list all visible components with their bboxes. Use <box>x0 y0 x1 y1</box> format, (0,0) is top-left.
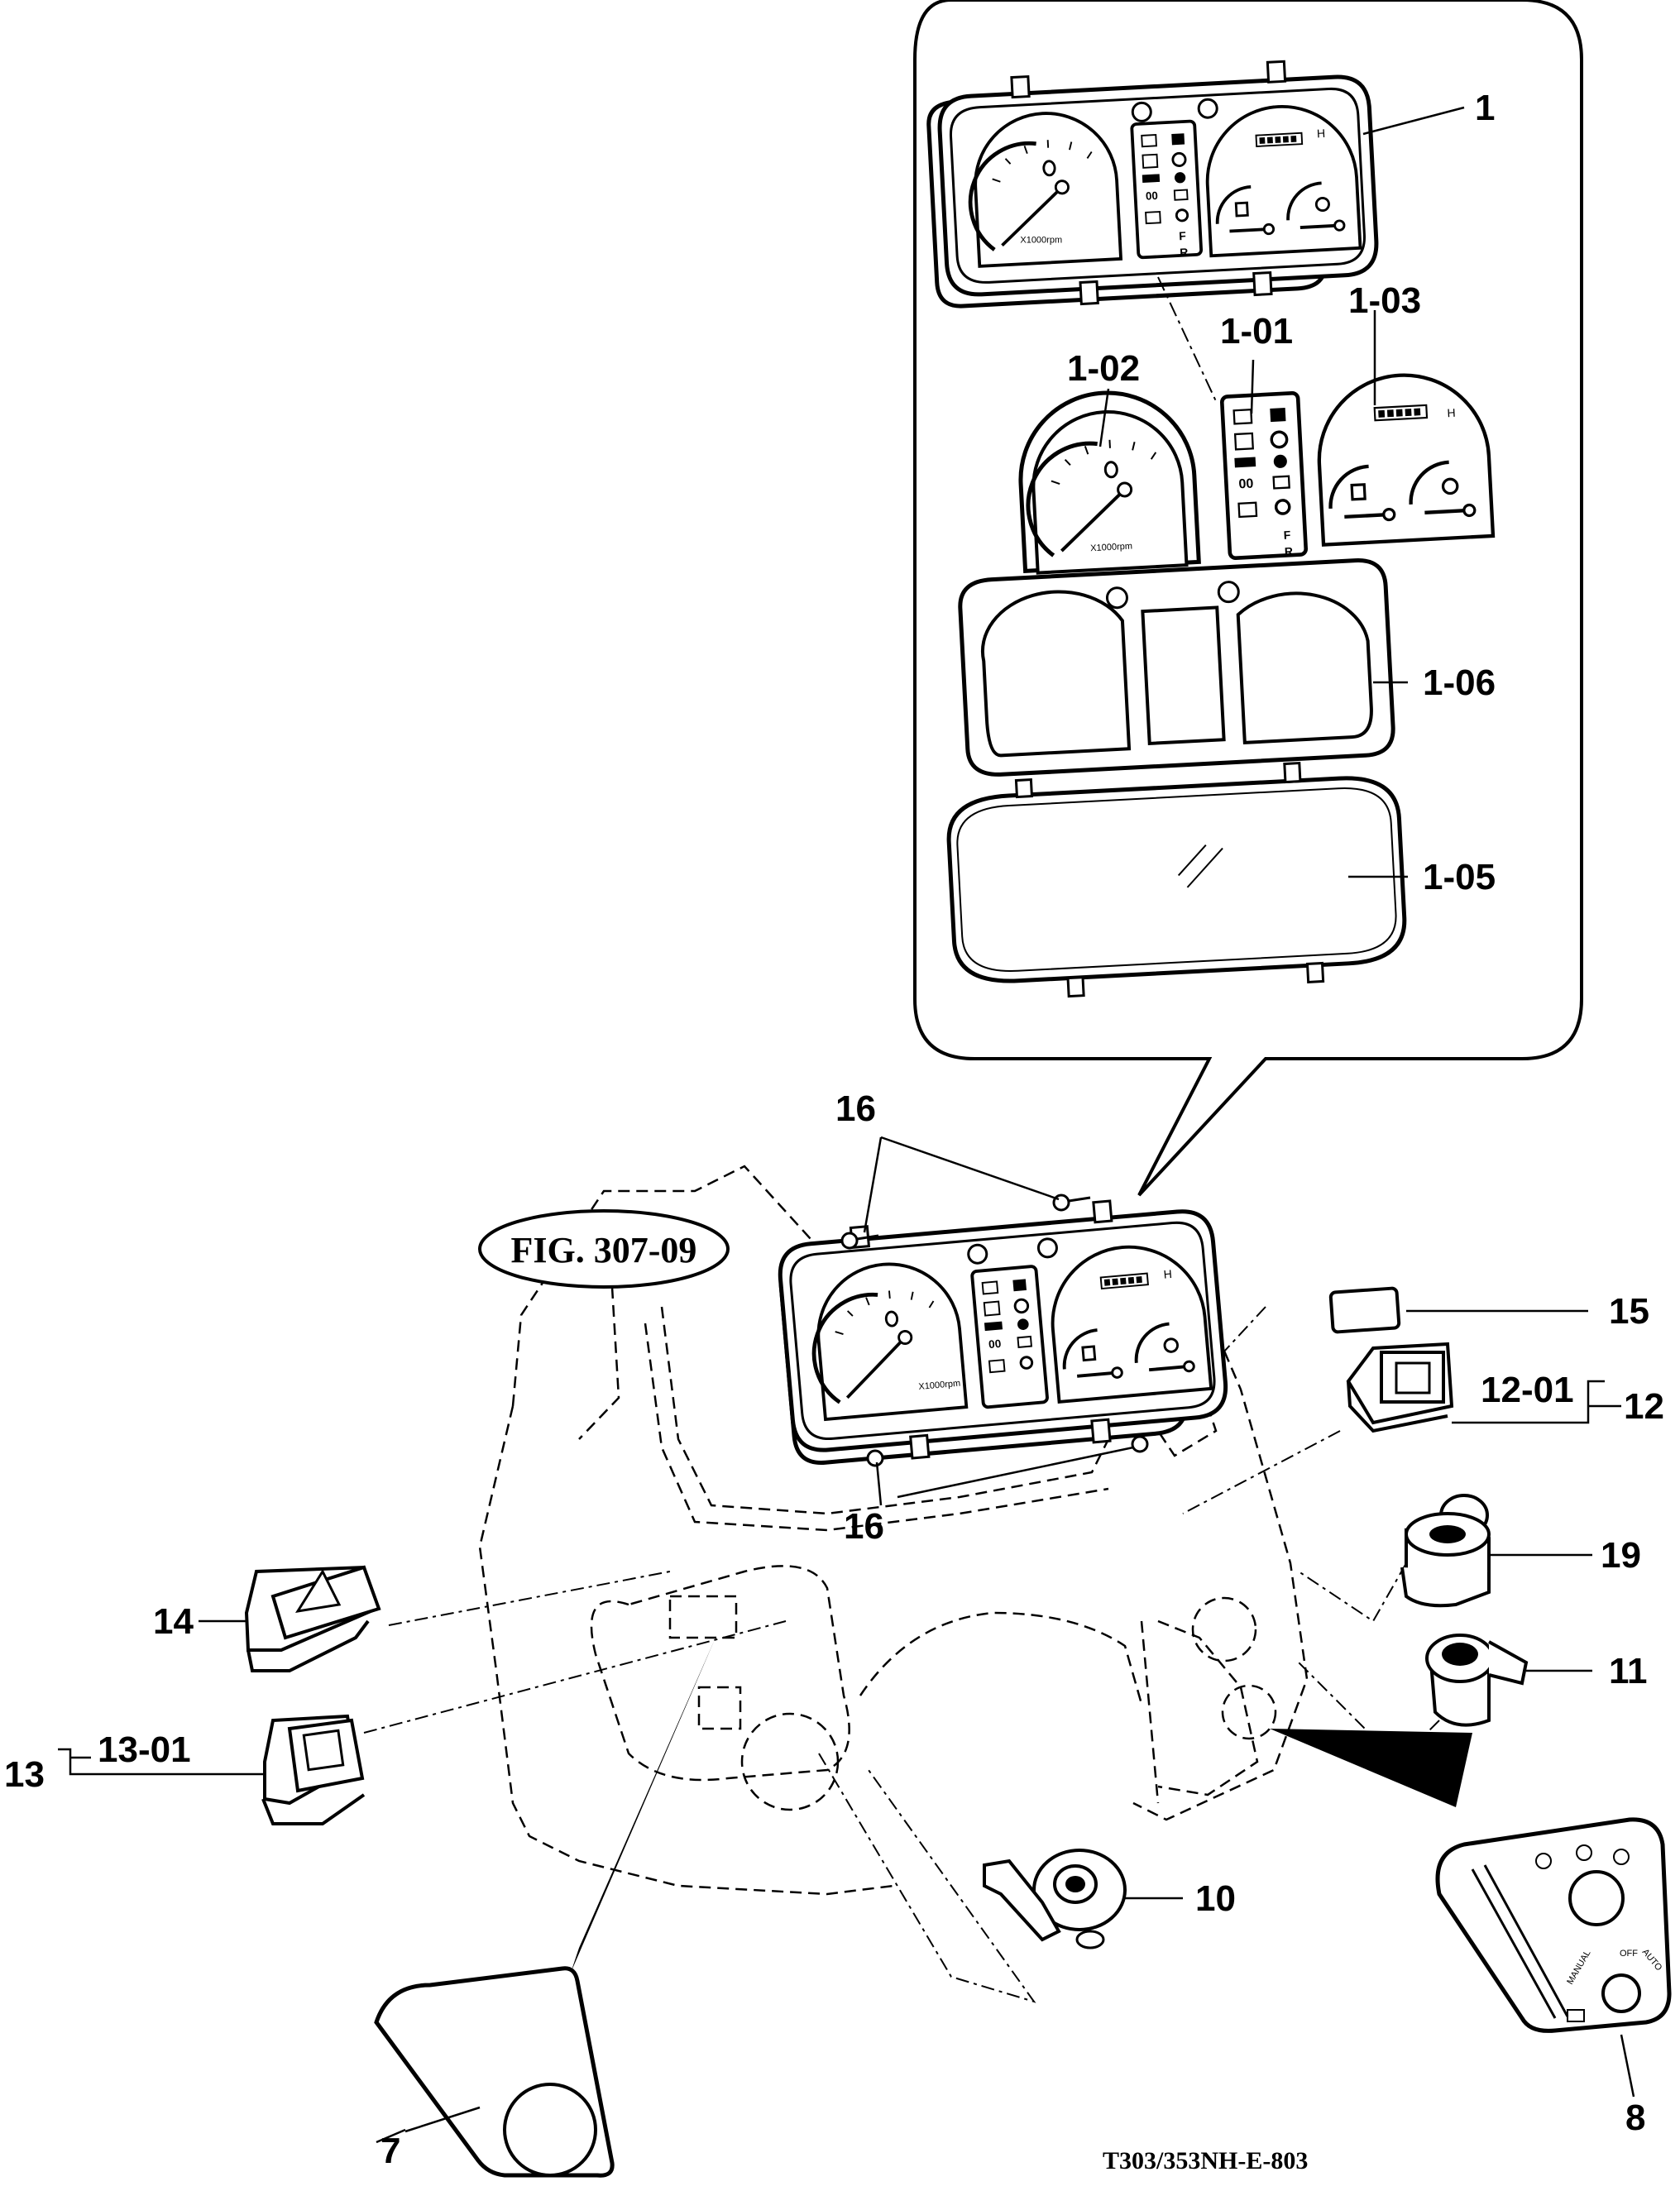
callout-14: 14 <box>153 1601 194 1642</box>
callout-10: 10 <box>1195 1878 1236 1919</box>
callout-16-bottom: 16 <box>844 1506 884 1547</box>
callout-19: 19 <box>1601 1535 1641 1576</box>
callout-11: 11 <box>1609 1651 1648 1691</box>
instrument-cluster-assembly: X1000rpm F R H <box>926 60 1379 309</box>
cluster-lens <box>946 762 1407 998</box>
hazard-switch <box>244 1565 381 1672</box>
drawing-code: T303/353NH-E-803 <box>1103 2147 1308 2174</box>
svg-text:X1000rpm: X1000rpm <box>1090 542 1132 554</box>
callout-15: 15 <box>1609 1291 1649 1332</box>
callout-13-01: 13-01 <box>98 1729 191 1770</box>
svg-text:H: H <box>1317 127 1326 141</box>
svg-text:F: F <box>1283 528 1291 541</box>
callout-12: 12 <box>1624 1386 1664 1427</box>
svg-text:X1000rpm: X1000rpm <box>918 1379 961 1392</box>
callout-7: 7 <box>381 2131 400 2171</box>
svg-text:R: R <box>1284 544 1293 558</box>
rocker-switch <box>1346 1342 1454 1433</box>
callout-8: 8 <box>1625 2098 1645 2138</box>
dashboard-outline <box>478 1165 1309 1896</box>
switch-cover-plate <box>1328 1286 1401 1334</box>
callout-1: 1 <box>1475 88 1495 128</box>
indicator-panel: F R <box>1222 393 1306 561</box>
callout-1-06: 1-06 <box>1423 663 1496 703</box>
installed-instrument-cluster: X1000rpm H <box>778 1199 1228 1465</box>
push-switch <box>261 1714 366 1825</box>
light-switch-off-label: OFF <box>1620 1949 1638 1959</box>
svg-text:X1000rpm: X1000rpm <box>1020 235 1062 245</box>
svg-text:R: R <box>1180 246 1189 260</box>
callout-labels: 1 1-01 1-02 1-03 1-06 1-05 16 16 15 12-0… <box>4 88 1664 2171</box>
callout-16-top: 16 <box>835 1088 876 1129</box>
cluster-bezel <box>958 558 1395 777</box>
svg-text:H: H <box>1447 406 1456 420</box>
figure-reference-text: FIG. 307-09 <box>511 1230 697 1270</box>
dash-cover-panel <box>374 1638 716 2178</box>
callout-leaders <box>58 106 1635 2144</box>
callout-1-05: 1-05 <box>1423 857 1496 897</box>
explode-axis-line <box>1157 276 1217 402</box>
callout-13: 13 <box>4 1754 45 1795</box>
callout-12-01: 12-01 <box>1481 1370 1574 1410</box>
screw-16 <box>840 1194 1149 1467</box>
callout-1-03: 1-03 <box>1348 280 1421 321</box>
svg-text:F: F <box>1179 229 1187 242</box>
callout-1-01: 1-01 <box>1220 311 1293 352</box>
light-switch-panel: MANUAL OFF AUTO <box>1270 1729 1672 2033</box>
accessory-socket <box>1400 1494 1491 1608</box>
svg-text:H: H <box>1163 1267 1172 1281</box>
tachometer: X1000rpm <box>1018 390 1201 574</box>
figure-reference-badge: FIG. 307-09 <box>478 1209 730 1440</box>
key-switch <box>1425 1634 1529 1727</box>
callout-1-02: 1-02 <box>1067 348 1140 389</box>
rotary-switch <box>983 1849 1127 1949</box>
fuel-temp-gauge: H <box>1315 371 1493 544</box>
